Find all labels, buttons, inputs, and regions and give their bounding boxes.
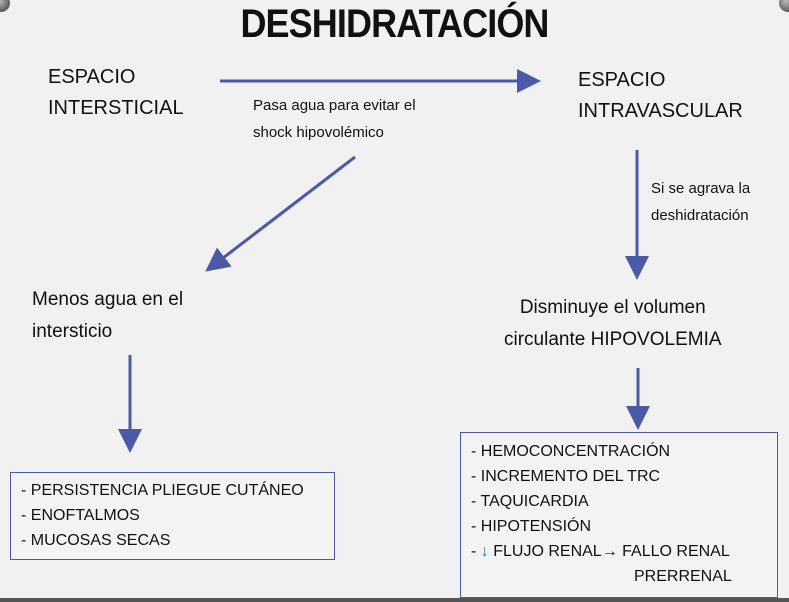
down-arrow-icon: ↓	[480, 543, 489, 560]
list-item: - MUCOSAS SECAS	[21, 532, 171, 549]
node-line: circulante HIPOVOLEMIA	[504, 329, 722, 350]
label-line: deshidratación	[651, 207, 749, 224]
bottom-bar	[0, 598, 789, 602]
node-line: ESPACIO	[48, 66, 136, 88]
list-item: - ENOFTALMOS	[21, 507, 140, 524]
node-less-water: Menos agua en el intersticio	[32, 284, 183, 348]
label-line: shock hipovolémico	[253, 124, 384, 141]
node-line: Menos agua en el	[32, 289, 184, 310]
pin-icon	[779, 0, 789, 12]
label-line: Pasa agua para evitar el	[253, 97, 416, 114]
right-arrow-icon: →	[601, 543, 618, 560]
text: FALLO RENAL	[617, 543, 730, 560]
label-line: Si se agrava la	[651, 180, 751, 197]
node-intravascular: ESPACIO INTRAVASCULAR	[578, 65, 743, 127]
node-line: ESPACIO	[578, 69, 666, 91]
left-signs-box: - PERSISTENCIA PLIEGUE CUTÁNEO - ENOFTAL…	[10, 472, 335, 560]
text: FLUJO RENAL	[488, 543, 602, 560]
dash: -	[471, 543, 481, 560]
node-interstitial: ESPACIO INTERSTICIAL	[48, 62, 184, 124]
label-water-pass: Pasa agua para evitar el shock hipovolém…	[253, 92, 416, 146]
list-item-continuation: PRERRENAL	[634, 568, 732, 585]
list-item: - PERSISTENCIA PLIEGUE CUTÁNEO	[21, 482, 304, 499]
list-item: - HIPOTENSIÓN	[471, 518, 592, 535]
node-line: INTERSTICIAL	[48, 97, 184, 119]
node-hypovolemia: Disminuye el volumen circulante HIPOVOLE…	[504, 292, 722, 356]
arrow-diagonal	[205, 155, 356, 272]
list-item: - TAQUICARDIA	[471, 493, 589, 510]
list-item: - ↓ FLUJO RENAL→ FALLO RENAL	[471, 539, 767, 564]
node-line: INTRAVASCULAR	[578, 100, 743, 122]
list-item: - HEMOCONCENTRACIÓN	[471, 443, 671, 460]
page-title: DESHIDRATACIÓN	[240, 2, 549, 46]
node-line: Disminuye el volumen	[519, 297, 706, 318]
label-worsens: Si se agrava la deshidratación	[651, 175, 750, 229]
right-signs-box: - HEMOCONCENTRACIÓN - INCREMENTO DEL TRC…	[460, 432, 778, 598]
node-line: intersticio	[32, 321, 113, 342]
list-item: - INCREMENTO DEL TRC	[471, 468, 661, 485]
pin-icon	[0, 0, 10, 12]
